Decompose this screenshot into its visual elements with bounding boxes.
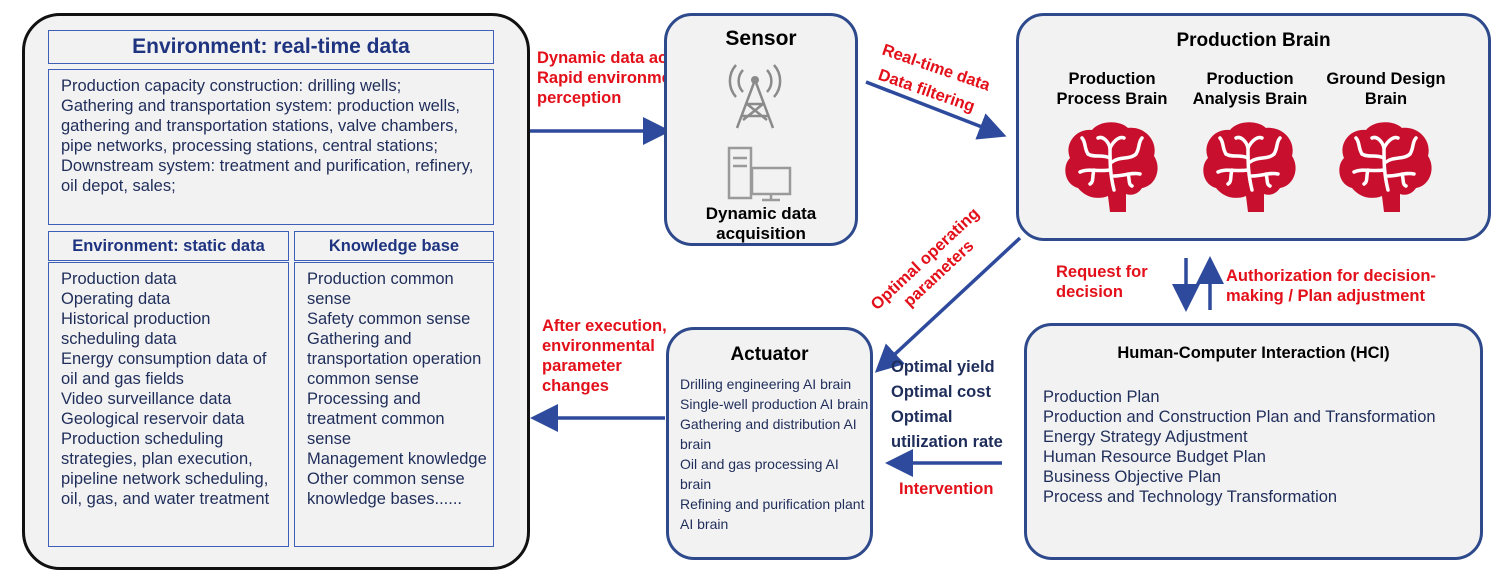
environment-realtime-box: Production capacity construction: drilli… (48, 69, 494, 225)
brain-label: Ground Design Brain (1326, 70, 1446, 108)
static-data-item: Operating data (61, 290, 171, 308)
environment-realtime-text: Production capacity construction: drilli… (61, 77, 474, 195)
actuator-item: Single-well production AI brain (680, 396, 869, 412)
knowledge-base-item: Safety common sense (307, 310, 471, 328)
knowledge-base-item: Gathering and transportation operation c… (307, 330, 482, 388)
environment-realtime-title: Environment: real-time data (48, 30, 494, 64)
knowledge-base-item: Processing and treatment common sense (307, 390, 445, 448)
hci-item: Process and Technology Transformation (1043, 488, 1338, 506)
hci-item: Human Resource Budget Plan (1043, 448, 1266, 466)
sensor-label: Dynamic data acquisition (705, 204, 817, 243)
environment-static-title: Environment: static data (48, 231, 289, 261)
knowledge-base-item: Production common sense (307, 270, 454, 308)
brain-label: Production Analysis Brain (1192, 70, 1308, 108)
production-brain-title: Production Brain (1176, 30, 1331, 51)
brain-label: Production Process Brain (1056, 70, 1168, 108)
actuator-title: Actuator (730, 344, 809, 365)
server-computer-icon (727, 146, 792, 202)
arrow-brain-to-actuator (874, 236, 1022, 373)
hci-item: Production Plan (1043, 388, 1160, 406)
antenna-tower-icon (728, 64, 782, 129)
knowledge-base-title: Knowledge base (294, 231, 494, 261)
static-data-item: Production scheduling strategies, plan e… (61, 430, 270, 508)
brain-icon (1058, 118, 1162, 219)
hci-title: Human-Computer Interaction (HCI) (1117, 344, 1390, 362)
label-intervention: Intervention (899, 480, 994, 498)
label-authorization: Authorization for decision-making / Plan… (1226, 267, 1436, 305)
brain-icon (1196, 118, 1300, 219)
label-optimal-cost: Optimal cost (891, 383, 991, 401)
static-data-item: Video surveillance data (61, 390, 232, 408)
knowledge-base-item: Management knowledge (307, 450, 487, 468)
hci-item: Energy Strategy Adjustment (1043, 428, 1248, 446)
actuator-box (666, 327, 873, 560)
actuator-item: Gathering and distribution AI brain (680, 416, 857, 452)
static-data-item: Historical production scheduling data (61, 310, 211, 348)
label-optimal-yield: Optimal yield (891, 358, 995, 376)
brain-icon (1332, 118, 1436, 219)
hci-box (1024, 323, 1483, 560)
static-data-item: Geological reservoir data (61, 410, 245, 428)
hci-item: Production and Construction Plan and Tra… (1043, 408, 1436, 426)
sensor-title: Sensor (725, 27, 797, 50)
actuator-item: Refining and purification plant AI brain (680, 496, 865, 532)
label-optimal-utilization: Optimal utilization rate (891, 408, 1003, 451)
arrow-sensor-to-brain (865, 80, 1007, 140)
label-after-execution: After execution, environmental parameter… (542, 317, 667, 395)
knowledge-base-item: Other common sense knowledge bases...... (307, 470, 465, 508)
actuator-item: Drilling engineering AI brain (680, 376, 852, 392)
hci-item: Business Objective Plan (1043, 468, 1221, 486)
static-data-item: Production data (61, 270, 177, 288)
actuator-item: Oil and gas processing AI brain (680, 456, 839, 492)
sensor-box (664, 13, 858, 246)
label-request-for-decision: Request for decision (1056, 263, 1148, 301)
static-data-item: Energy consumption data of oil and gas f… (61, 350, 267, 388)
